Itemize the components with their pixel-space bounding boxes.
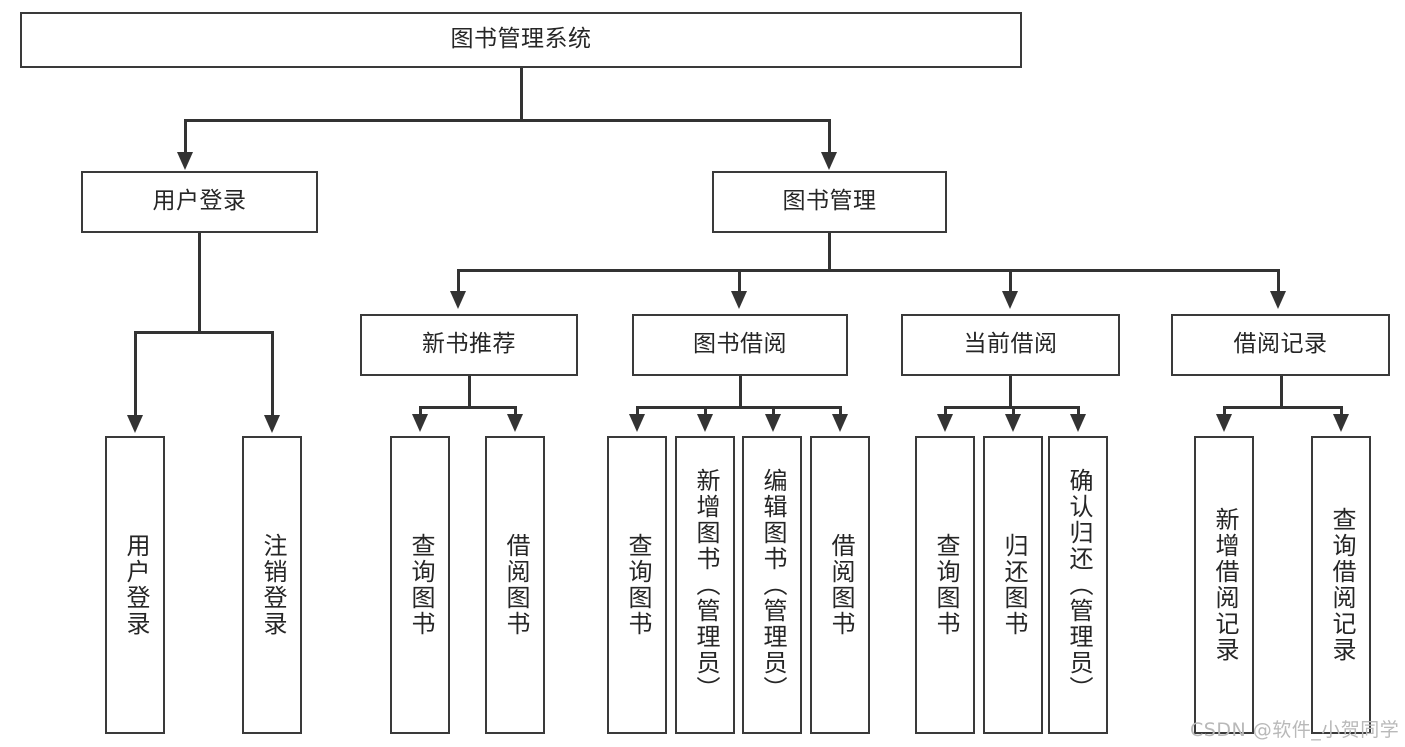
leaf-borrow-query-book[interactable]: 查询图书: [607, 436, 667, 734]
node-label: 注销登录: [258, 533, 287, 637]
arrowhead-icon: [1005, 414, 1021, 432]
edge-current-borrow-to-leaf-3: [1077, 406, 1080, 416]
node-current-borrow[interactable]: 当前借阅: [901, 314, 1120, 376]
node-label: 确认归还（管理员）: [1064, 468, 1093, 702]
edge-current-borrow-trunk: [1009, 376, 1012, 408]
edge-book-borrow-to-leaf-1: [636, 406, 639, 416]
edge-current-borrow-to-leaf-1: [944, 406, 947, 416]
leaf-current-query-book[interactable]: 查询图书: [915, 436, 975, 734]
arrowhead-icon: [1270, 291, 1286, 309]
arrowhead-icon: [127, 415, 143, 433]
arrowhead-icon: [177, 152, 193, 170]
edge-book-borrow-bar: [636, 406, 840, 409]
node-label: 当前借阅: [963, 331, 1058, 358]
leaf-record-query-record[interactable]: 查询借阅记录: [1311, 436, 1371, 734]
edge-book-mgmt-to-current: [1009, 269, 1012, 294]
node-label: 借阅记录: [1233, 331, 1328, 358]
arrowhead-icon: [937, 414, 953, 432]
leaf-user-logout[interactable]: 注销登录: [242, 436, 302, 734]
arrowhead-icon: [765, 414, 781, 432]
node-user-login[interactable]: 用户登录: [81, 171, 318, 233]
leaf-borrow-edit-book-admin[interactable]: 编辑图书（管理员）: [742, 436, 802, 734]
edge-new-book-trunk: [468, 376, 471, 408]
node-label: 编辑图书（管理员）: [758, 468, 787, 702]
arrowhead-icon: [450, 291, 466, 309]
arrowhead-icon: [1216, 414, 1232, 432]
watermark-text: CSDN @软件_小贺同学: [1190, 719, 1400, 741]
leaf-borrow-add-book-admin[interactable]: 新增图书（管理员）: [675, 436, 735, 734]
edge-book-mgmt-to-record: [1277, 269, 1280, 294]
leaf-current-return-book[interactable]: 归还图书: [983, 436, 1043, 734]
leaf-newbook-query-book[interactable]: 查询图书: [390, 436, 450, 734]
edge-new-book-bar: [419, 406, 516, 409]
leaf-record-add-record[interactable]: 新增借阅记录: [1194, 436, 1254, 734]
node-label: 图书管理: [782, 188, 877, 215]
leaf-newbook-borrow-book[interactable]: 借阅图书: [485, 436, 545, 734]
node-label: 查询图书: [623, 533, 652, 637]
edge-root-to-user-login: [184, 119, 187, 155]
edge-book-borrow-to-leaf-2: [704, 406, 707, 416]
arrowhead-icon: [731, 291, 747, 309]
edge-book-mgmt-to-borrow: [738, 269, 741, 294]
edge-book-borrow-trunk: [739, 376, 742, 408]
arrowhead-icon: [412, 414, 428, 432]
node-label: 用户登录: [121, 533, 150, 637]
arrowhead-icon: [629, 414, 645, 432]
node-label: 新书推荐: [422, 331, 516, 358]
edge-root-to-book-mgmt: [828, 119, 831, 155]
edge-user-login-bar: [134, 331, 272, 334]
edge-book-borrow-to-leaf-3: [772, 406, 775, 416]
leaf-borrow-borrow-book[interactable]: 借阅图书: [810, 436, 870, 734]
leaf-user-login[interactable]: 用户登录: [105, 436, 165, 734]
edge-current-borrow-to-leaf-2: [1012, 406, 1015, 416]
node-label: 新增借阅记录: [1210, 507, 1239, 663]
edge-book-borrow-to-leaf-4: [839, 406, 842, 416]
arrowhead-icon: [697, 414, 713, 432]
edge-new-book-to-leaf-1: [419, 406, 422, 416]
arrowhead-icon: [821, 152, 837, 170]
edge-book-mgmt-trunk: [828, 233, 831, 271]
edge-root-bar: [184, 119, 830, 122]
edge-borrow-record-to-leaf-2: [1340, 406, 1343, 416]
node-label: 归还图书: [999, 533, 1028, 637]
edge-user-login-to-leaf-2: [271, 331, 274, 418]
node-label: 借阅图书: [826, 533, 855, 637]
arrowhead-icon: [1070, 414, 1086, 432]
node-label: 图书管理系统: [450, 26, 592, 53]
edge-root-trunk: [520, 68, 523, 120]
node-new-book-recommend[interactable]: 新书推荐: [360, 314, 578, 376]
edge-borrow-record-trunk: [1280, 376, 1283, 408]
arrowhead-icon: [1333, 414, 1349, 432]
node-label: 图书借阅: [693, 331, 787, 358]
node-label: 新增图书（管理员）: [691, 468, 720, 702]
node-borrow-record[interactable]: 借阅记录: [1171, 314, 1390, 376]
node-label: 查询图书: [931, 533, 960, 637]
node-root-system[interactable]: 图书管理系统: [20, 12, 1022, 68]
arrowhead-icon: [1002, 291, 1018, 309]
node-label: 查询图书: [406, 533, 435, 637]
edge-new-book-to-leaf-2: [514, 406, 517, 416]
edge-borrow-record-to-leaf-1: [1223, 406, 1226, 416]
edge-book-mgmt-bar: [457, 269, 1279, 272]
node-book-borrow[interactable]: 图书借阅: [632, 314, 848, 376]
leaf-current-confirm-return-admin[interactable]: 确认归还（管理员）: [1048, 436, 1108, 734]
arrowhead-icon: [832, 414, 848, 432]
node-book-management[interactable]: 图书管理: [712, 171, 947, 233]
arrowhead-icon: [264, 415, 280, 433]
node-label: 借阅图书: [501, 533, 530, 637]
arrowhead-icon: [507, 414, 523, 432]
node-label: 查询借阅记录: [1327, 507, 1356, 663]
edge-user-login-to-leaf-1: [134, 331, 137, 418]
edge-current-borrow-bar: [944, 406, 1078, 409]
node-label: 用户登录: [152, 188, 247, 215]
edge-borrow-record-bar: [1223, 406, 1341, 409]
edge-user-login-trunk: [198, 233, 201, 333]
edge-book-mgmt-to-new-book: [457, 269, 460, 294]
